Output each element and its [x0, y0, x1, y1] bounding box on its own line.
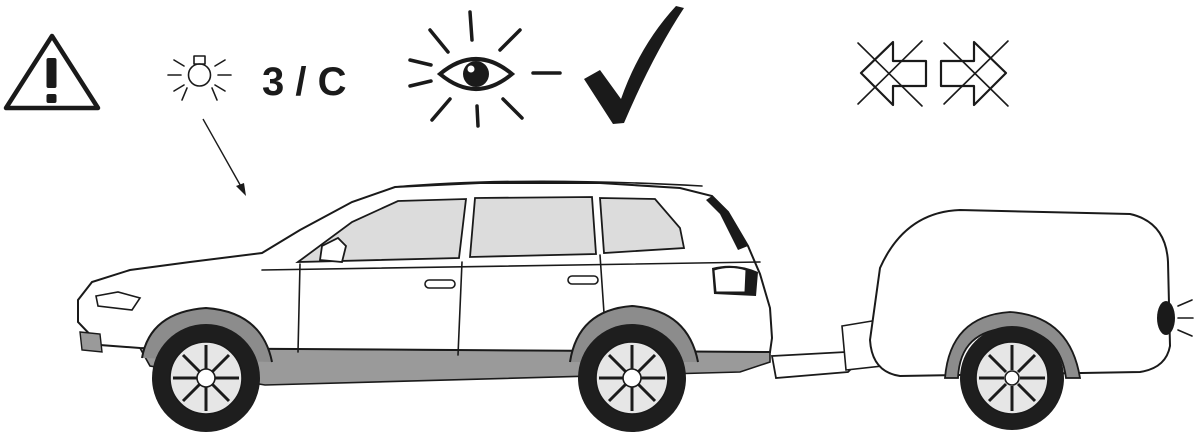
eye-check-icon [410, 12, 560, 126]
trailer-lamp-rays [1178, 300, 1193, 336]
check-mark-icon [584, 6, 684, 124]
pointer-arrow [203, 119, 246, 196]
bulb-icon [168, 56, 231, 100]
tow-bar [772, 320, 882, 378]
trailer [870, 210, 1193, 430]
lamp-code-label: 3 / C [262, 60, 346, 104]
crossed-out-indicator-icon [858, 41, 1008, 106]
warning-triangle-icon [6, 36, 98, 108]
suv-car [78, 181, 772, 432]
